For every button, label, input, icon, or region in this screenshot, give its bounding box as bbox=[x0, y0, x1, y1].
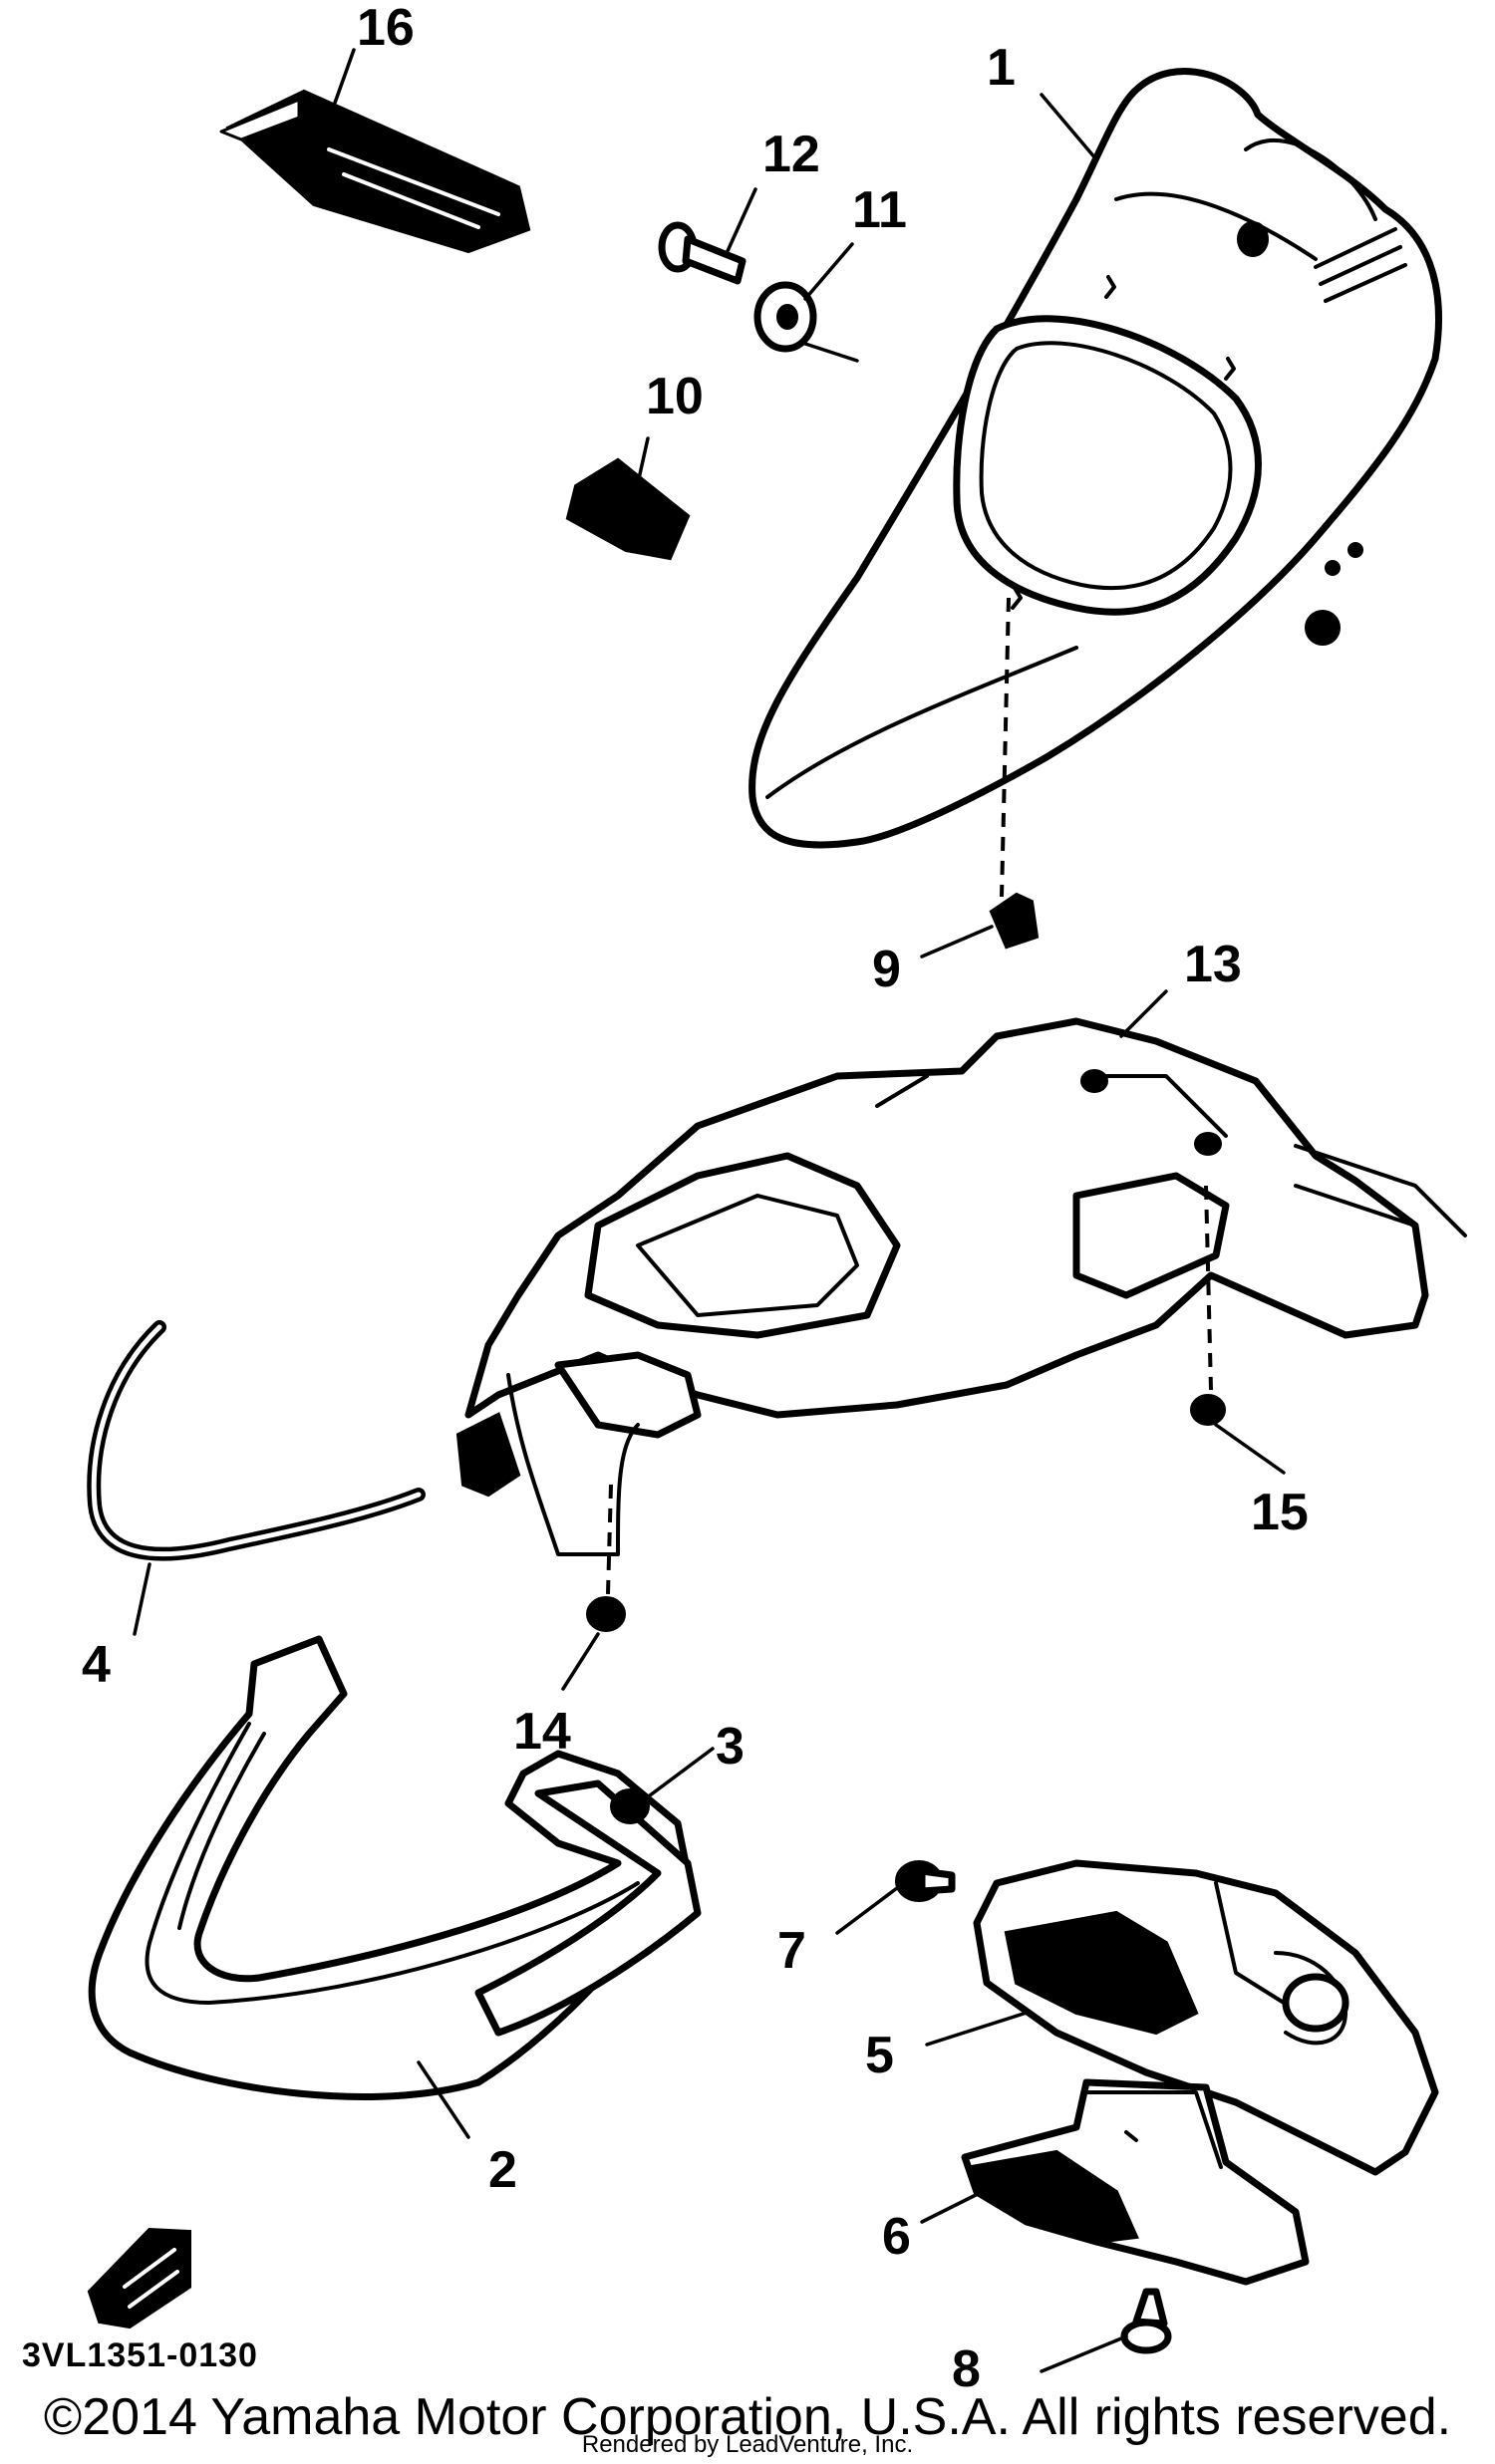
part-4-trim-strip bbox=[87, 1320, 426, 1561]
callout-9: 9 bbox=[872, 941, 901, 998]
callout-16: 16 bbox=[357, 0, 415, 57]
reference-icon bbox=[87, 2227, 191, 2329]
callout-3: 3 bbox=[716, 1718, 745, 1776]
callout-11: 11 bbox=[852, 181, 907, 239]
part-8-screw bbox=[1120, 2288, 1172, 2354]
callout-7: 7 bbox=[777, 1922, 806, 1980]
leader-lines bbox=[133, 48, 1286, 2373]
part-7-screw bbox=[895, 1860, 956, 1902]
part-10-rubber-pad bbox=[565, 457, 691, 561]
part-2-lower-cowl bbox=[88, 1635, 702, 2100]
callout-6: 6 bbox=[882, 2208, 911, 2266]
reference-code: 3VL1351-0130 bbox=[22, 2336, 258, 2374]
part-6-lower-bracket bbox=[961, 2078, 1310, 2286]
part-1-front-cowl bbox=[748, 68, 1442, 849]
part-5-inner-panel bbox=[973, 1859, 1439, 2176]
part-15-nut bbox=[1190, 1394, 1226, 1426]
copyright-notice: ©2014 Yamaha Motor Corporation, U.S.A. A… bbox=[43, 2388, 1452, 2446]
part-13-rear-frame bbox=[455, 1017, 1467, 1556]
part-16-emblem-decal bbox=[219, 89, 531, 254]
part-14-nut bbox=[586, 1596, 626, 1632]
callout-2: 2 bbox=[488, 2141, 517, 2199]
callout-15: 15 bbox=[1251, 1484, 1309, 1541]
part-12-screw bbox=[658, 221, 747, 285]
part-3-screw bbox=[610, 1788, 650, 1824]
callout-8: 8 bbox=[952, 2340, 981, 2398]
callout-4: 4 bbox=[82, 1636, 111, 1694]
callout-12: 12 bbox=[762, 126, 820, 183]
callout-1: 1 bbox=[987, 39, 1016, 97]
part-11-washer bbox=[753, 281, 817, 353]
callout-13: 13 bbox=[1184, 936, 1242, 993]
part-9-grommet bbox=[989, 892, 1040, 950]
callout-5: 5 bbox=[865, 2027, 894, 2084]
rendered-by-credit: Rendered by LeadVenture, Inc. bbox=[581, 2431, 914, 2458]
callout-10: 10 bbox=[646, 368, 704, 425]
callout-14: 14 bbox=[513, 1703, 571, 1761]
callout-labels: 16 1 12 11 10 9 13 15 4 14 3 7 5 2 6 8 3… bbox=[22, 0, 1309, 2398]
